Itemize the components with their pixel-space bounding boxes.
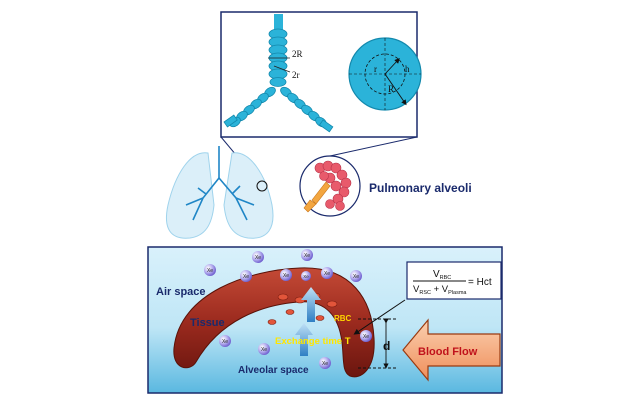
label-h: h [405, 64, 410, 74]
airway-branches [223, 86, 334, 133]
label-d: d [383, 339, 390, 353]
svg-text:Xe: Xe [243, 274, 249, 280]
xe-atom: Xe [319, 357, 331, 369]
airway-trunk [274, 14, 283, 30]
formula-numerator: VRBC [433, 269, 451, 281]
dimension-2r-line [273, 65, 291, 73]
label-r: r [374, 64, 377, 74]
xe-atom: Xe [350, 270, 362, 282]
svg-text:Xe: Xe [322, 361, 328, 367]
svg-text:Xe: Xe [304, 253, 310, 259]
label-tissue: Tissue [190, 317, 225, 329]
svg-text:Xe: Xe [363, 334, 369, 340]
label-R: R [388, 84, 394, 94]
rbc-pointer [353, 299, 406, 335]
xe-atom: Xe [280, 269, 292, 281]
label-2R: 2R [292, 49, 303, 59]
svg-text:Xe: Xe [255, 255, 261, 261]
label-alveolar-space: Alveolar space [238, 365, 309, 376]
svg-text:Xe: Xe [222, 339, 228, 345]
hct-formula: VRBC VRSC + VPlasma = Hct [406, 261, 502, 300]
xe-atom: Xe [252, 251, 264, 263]
airway-panel: 2R 2r r h R [220, 11, 422, 138]
svg-text:Xe: Xe [207, 268, 213, 274]
lungs-illustration [166, 146, 274, 239]
alveoli-label: Pulmonary alveoli [369, 181, 472, 195]
thickness-dimension [358, 318, 398, 369]
xe-atom: Xe [301, 249, 313, 261]
label-rbc: RBC [334, 314, 352, 323]
lung-zoom-marker [256, 180, 268, 192]
svg-text:Xe: Xe [261, 347, 267, 353]
svg-text:Xe: Xe [303, 274, 309, 279]
xe-atom: Xe [321, 267, 333, 279]
xe-atom: Xe [204, 264, 216, 276]
xe-atom: Xe [258, 343, 270, 355]
label-2r: 2r [292, 70, 300, 80]
svg-text:Xe: Xe [283, 273, 289, 279]
label-blood-flow: Blood Flow [418, 346, 478, 358]
svg-text:Xe: Xe [324, 271, 330, 277]
svg-text:Xe: Xe [353, 274, 359, 280]
xe-atom: Xe [301, 271, 311, 281]
diffusion-arrows [295, 287, 321, 356]
red-blood-cell [173, 267, 375, 378]
xe-atom: Xe [360, 330, 372, 342]
blood-flow-arrow: Blood Flow [402, 318, 501, 382]
xe-atom: Xe [240, 270, 252, 282]
airway-cross-section [348, 37, 422, 111]
formula-frame [406, 261, 502, 300]
formula-result: = Hct [468, 277, 492, 288]
label-air-space: Air space [156, 286, 206, 298]
alveoli-zoom [299, 155, 361, 217]
connector-right [329, 136, 418, 157]
label-exchange-time: Exchange time T [275, 336, 351, 347]
formula-denominator: VRSC + VPlasma [413, 284, 467, 296]
xe-atoms: Xe Xe Xe Xe Xe Xe Xe Xe Xe Xe Xe Xe [204, 249, 372, 369]
xe-atom: Xe [219, 335, 231, 347]
